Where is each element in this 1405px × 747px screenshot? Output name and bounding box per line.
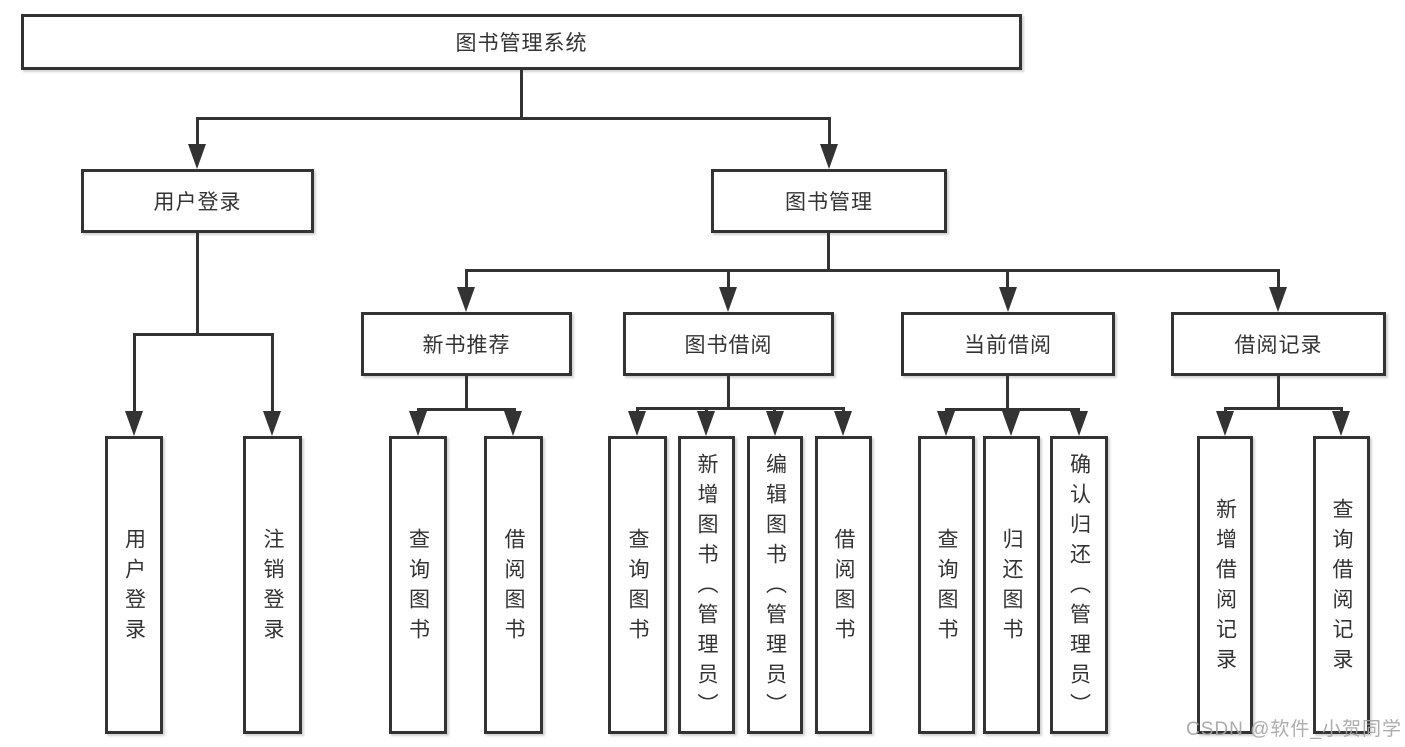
connector-drop-user-login: [196, 117, 199, 145]
node-label: 注销登录: [261, 528, 284, 648]
connector-borrow-records-hbar: [1224, 407, 1343, 410]
connector-root-stem: [520, 70, 523, 119]
connector-root-hbar: [196, 117, 831, 120]
arrowhead-down-icon: [999, 287, 1017, 312]
node-logout: 注销登录: [243, 436, 302, 734]
connector-book-borrow-hbar: [636, 407, 845, 410]
node-label: 查询图书: [935, 528, 958, 648]
connector-drop-current-borrow: [1006, 269, 1009, 291]
node-confirm-return-admin: 确认归还（管理员）: [1050, 436, 1108, 734]
connector-new-book-hbar: [417, 408, 516, 411]
arrowhead-down-icon: [1269, 287, 1287, 312]
arrowhead-down-icon: [1332, 411, 1350, 436]
connector-drop-new-book: [465, 269, 468, 291]
arrowhead-down-icon: [457, 287, 475, 312]
arrowhead-down-icon: [1002, 411, 1020, 436]
connector-user-login-hbar: [133, 333, 274, 336]
arrowhead-down-icon: [504, 411, 522, 436]
node-label: 归还图书: [1000, 528, 1023, 648]
node-label: 借阅记录: [1234, 334, 1323, 357]
node-label: 当前借阅: [964, 334, 1052, 357]
node-add-books-admin: 新增图书（管理员）: [678, 436, 735, 734]
node-edit-books-admin: 编辑图书（管理员）: [747, 436, 803, 734]
node-current-borrowing: 当前借阅: [901, 312, 1115, 376]
node-label: 确认归还（管理员）: [1067, 453, 1091, 723]
node-query-borrow-record: 查询借阅记录: [1313, 436, 1370, 734]
node-label: 新书推荐: [422, 334, 511, 357]
arrowhead-down-icon: [820, 144, 838, 169]
arrowhead-down-icon: [834, 411, 852, 436]
node-add-borrow-record: 新增借阅记录: [1197, 436, 1253, 734]
node-user-login-leaf: 用户登录: [105, 436, 163, 734]
node-book-management: 图书管理: [711, 169, 947, 233]
node-user-login: 用户登录: [81, 169, 314, 233]
node-label: 查询图书: [626, 528, 649, 648]
node-query-books-current: 查询图书: [918, 436, 975, 734]
arrowhead-down-icon: [188, 144, 206, 169]
arrowhead-down-icon: [263, 411, 281, 436]
arrowhead-down-icon: [697, 411, 715, 436]
node-label: 查询图书: [406, 528, 430, 648]
arrowhead-down-icon: [719, 287, 737, 312]
connector-new-book-stem: [465, 376, 468, 411]
node-borrowing-records: 借阅记录: [1171, 312, 1386, 376]
connector-drop-book-borrow: [727, 269, 730, 291]
connector-drop-logout-leaf: [271, 333, 274, 413]
csdn-watermark: CSDN @软件_小贺同学: [1186, 719, 1402, 740]
node-new-book-recommendation: 新书推荐: [361, 312, 572, 376]
arrowhead-down-icon: [1216, 411, 1234, 436]
node-label: 图书借阅: [684, 334, 773, 357]
arrowhead-down-icon: [937, 411, 955, 436]
connector-current-borrow-stem: [1006, 376, 1009, 411]
node-label: 编辑图书（管理员）: [763, 453, 787, 723]
connector-drop-login-leaf: [133, 333, 136, 413]
connector-drop-book-management: [828, 117, 831, 145]
node-library-management-system: 图书管理系统: [21, 14, 1022, 70]
node-book-borrowing: 图书借阅: [623, 312, 834, 376]
node-label: 新增图书（管理员）: [695, 453, 718, 723]
connector-drop-borrow-records: [1277, 269, 1280, 291]
node-label: 用户登录: [122, 528, 146, 648]
node-return-books: 归还图书: [983, 436, 1040, 734]
arrowhead-down-icon: [125, 411, 143, 436]
node-query-books-recommend: 查询图书: [389, 436, 447, 734]
node-label: 查询借阅记录: [1330, 498, 1353, 678]
node-query-books-borrowing: 查询图书: [608, 436, 667, 734]
connector-user-login-stem: [196, 233, 199, 336]
node-label: 图书管理系统: [455, 32, 588, 55]
connector-borrow-records-stem: [1277, 376, 1280, 410]
arrowhead-down-icon: [628, 411, 646, 436]
node-label: 新增借阅记录: [1213, 498, 1237, 678]
arrowhead-down-icon: [1070, 411, 1088, 436]
node-label: 借阅图书: [502, 528, 525, 648]
connector-book-mgmt-stem: [827, 233, 830, 272]
connector-book-borrow-stem: [727, 376, 730, 410]
connector-book-mgmt-hbar: [465, 269, 1280, 272]
node-borrow-books-recommend: 借阅图书: [484, 436, 543, 734]
node-borrow-books-borrowing: 借阅图书: [815, 436, 872, 734]
node-label: 用户登录: [153, 191, 242, 214]
node-label: 借阅图书: [832, 528, 855, 648]
arrowhead-down-icon: [409, 411, 427, 436]
arrowhead-down-icon: [766, 411, 784, 436]
node-label: 图书管理: [785, 191, 873, 214]
